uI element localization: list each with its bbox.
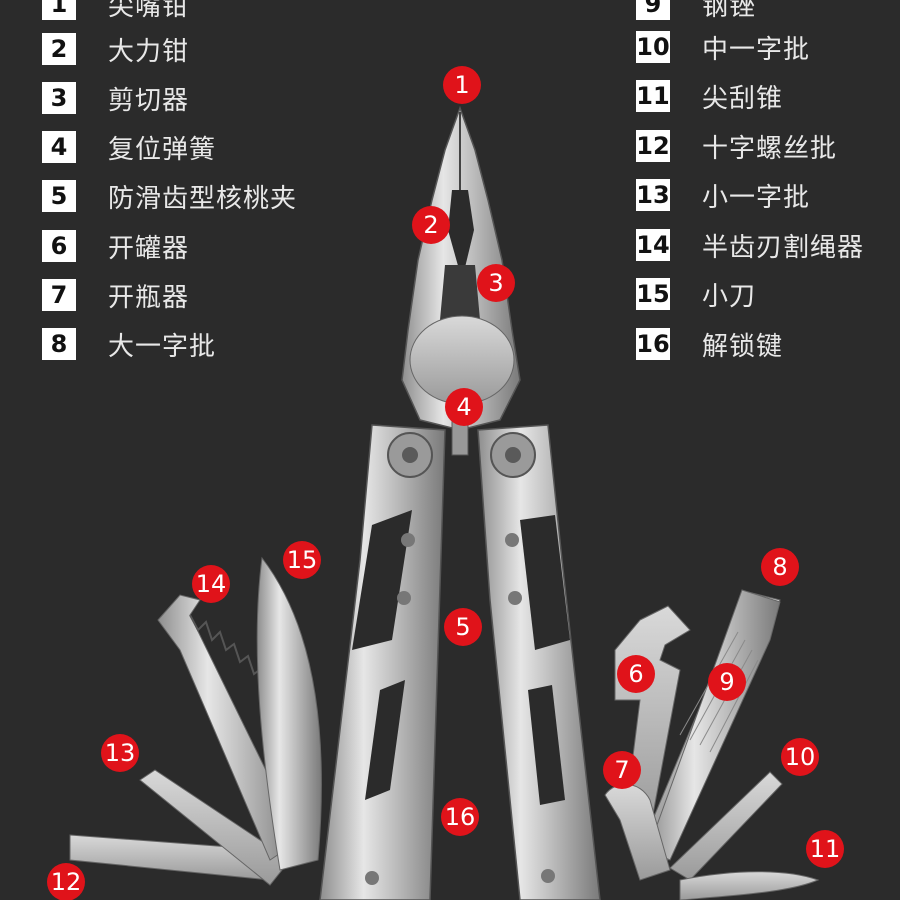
legend-number: 5	[42, 180, 76, 212]
legend-item: 6 开罐器	[42, 228, 342, 264]
legend-number: 8	[42, 328, 76, 360]
svg-text:7: 7	[614, 756, 629, 784]
legend-number: 16	[636, 328, 670, 360]
svg-text:14: 14	[196, 570, 227, 598]
svg-text:2: 2	[423, 211, 438, 239]
svg-text:6: 6	[628, 660, 643, 688]
svg-text:5: 5	[455, 613, 470, 641]
marker-13: 13	[101, 734, 139, 772]
legend-label: 复位弹簧	[108, 134, 217, 165]
legend-item: 3 剪切器	[42, 80, 342, 116]
legend-number: 6	[42, 230, 76, 262]
legend-number: 12	[636, 130, 670, 162]
legend-number: 10	[636, 31, 670, 63]
legend-label: 开罐器	[108, 233, 190, 264]
legend-label: 十字螺丝批	[702, 133, 838, 164]
legend-label: 钢锉	[702, 0, 757, 22]
legend-item: 7 开瓶器	[42, 277, 342, 313]
legend-label: 解锁键	[702, 331, 784, 362]
svg-text:13: 13	[105, 739, 136, 767]
legend-item: 13 小一字批	[636, 177, 900, 213]
marker-2: 2	[412, 206, 450, 244]
tool-awl	[679, 871, 820, 900]
marker-11: 11	[806, 830, 844, 868]
marker-4: 4	[445, 388, 483, 426]
legend-item: 5 防滑齿型核桃夹	[42, 178, 342, 214]
marker-1: 1	[443, 66, 481, 104]
legend-number: 15	[636, 278, 670, 310]
marker-7: 7	[603, 751, 641, 789]
tool-small-knife	[256, 556, 322, 871]
legend-label: 大一字批	[108, 331, 217, 362]
legend-number: 14	[636, 229, 670, 261]
tool-bottle-opener	[604, 783, 671, 881]
legend-item: 11 尖刮锥	[636, 78, 900, 114]
legend-number: 4	[42, 131, 76, 163]
marker-14: 14	[192, 565, 230, 603]
marker-10: 10	[781, 738, 819, 776]
legend-label: 尖刮锥	[702, 83, 784, 114]
marker-5: 5	[444, 608, 482, 646]
legend-label: 剪切器	[108, 85, 190, 116]
svg-text:4: 4	[456, 393, 471, 421]
legend-number: 7	[42, 279, 76, 311]
marker-16: 16	[441, 798, 479, 836]
left-handle	[319, 424, 446, 900]
legend-label: 半齿刃割绳器	[702, 232, 865, 263]
legend-item: 4 复位弹簧	[42, 129, 342, 165]
legend-item: 1 尖嘴钳	[42, 0, 342, 22]
legend-item: 15 小刀	[636, 276, 900, 312]
legend-number: 9	[636, 0, 670, 20]
marker-15: 15	[283, 541, 321, 579]
svg-text:11: 11	[810, 835, 841, 863]
legend-label: 大力钳	[108, 36, 190, 67]
svg-text:3: 3	[488, 269, 503, 297]
svg-text:8: 8	[772, 553, 787, 581]
pliers-jaws	[401, 105, 521, 456]
svg-text:1: 1	[454, 71, 469, 99]
legend-item: 8 大一字批	[42, 326, 342, 362]
legend-item: 16 解锁键	[636, 326, 900, 362]
legend-label: 中一字批	[702, 34, 811, 65]
legend-label: 开瓶器	[108, 282, 190, 313]
marker-3: 3	[477, 264, 515, 302]
svg-text:12: 12	[51, 868, 82, 896]
legend-label: 小刀	[702, 281, 757, 312]
svg-text:10: 10	[785, 743, 816, 771]
legend-item: 9 钢锉	[636, 0, 900, 22]
marker-8: 8	[761, 548, 799, 586]
legend-number: 11	[636, 80, 670, 112]
tool-rope-cutter	[157, 594, 301, 861]
svg-text:15: 15	[287, 546, 318, 574]
legend-number: 1	[42, 0, 76, 20]
marker-9: 9	[708, 663, 746, 701]
legend-item: 14 半齿刃割绳器	[636, 227, 900, 263]
marker-6: 6	[617, 655, 655, 693]
right-handle	[477, 424, 601, 900]
legend-label: 小一字批	[702, 182, 811, 213]
legend-label: 防滑齿型核桃夹	[108, 183, 298, 214]
svg-text:16: 16	[445, 803, 476, 831]
marker-12: 12	[47, 863, 85, 900]
legend-number: 2	[42, 33, 76, 65]
svg-text:9: 9	[719, 668, 734, 696]
legend-number: 3	[42, 82, 76, 114]
legend-item: 2 大力钳	[42, 31, 342, 67]
legend-label: 尖嘴钳	[108, 0, 190, 22]
legend-number: 13	[636, 179, 670, 211]
legend-item: 12 十字螺丝批	[636, 128, 900, 164]
legend-item: 10 中一字批	[636, 29, 900, 65]
